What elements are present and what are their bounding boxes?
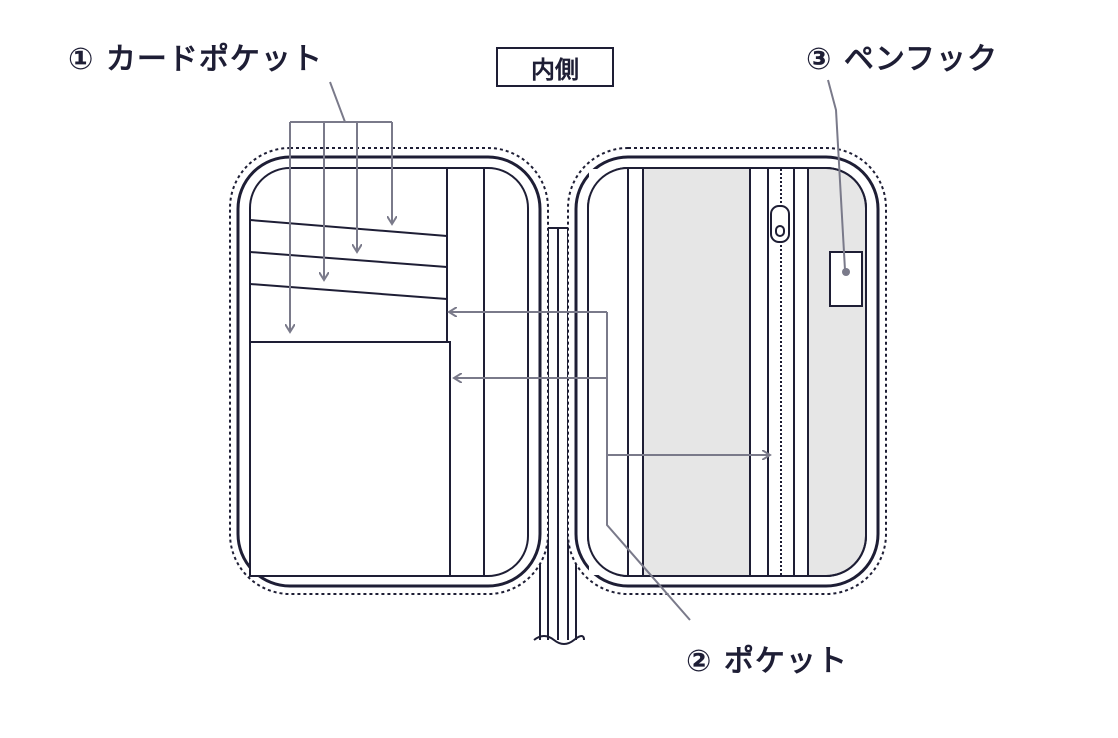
card-slot-1	[249, 219, 448, 237]
inside-label: 内側	[496, 47, 614, 87]
card-slot-2	[249, 251, 448, 268]
leader-lines	[290, 79, 846, 621]
left-panel	[229, 147, 549, 595]
card-pocket-label: ① カードポケット	[68, 42, 323, 77]
pen-hook	[829, 251, 863, 307]
pocket-label: ② ポケット	[686, 644, 848, 679]
right-panel	[567, 147, 887, 595]
pen-hook-label: ③ ペンフック	[806, 42, 998, 77]
card-slot-3	[249, 283, 448, 300]
big-pocket	[249, 341, 451, 577]
